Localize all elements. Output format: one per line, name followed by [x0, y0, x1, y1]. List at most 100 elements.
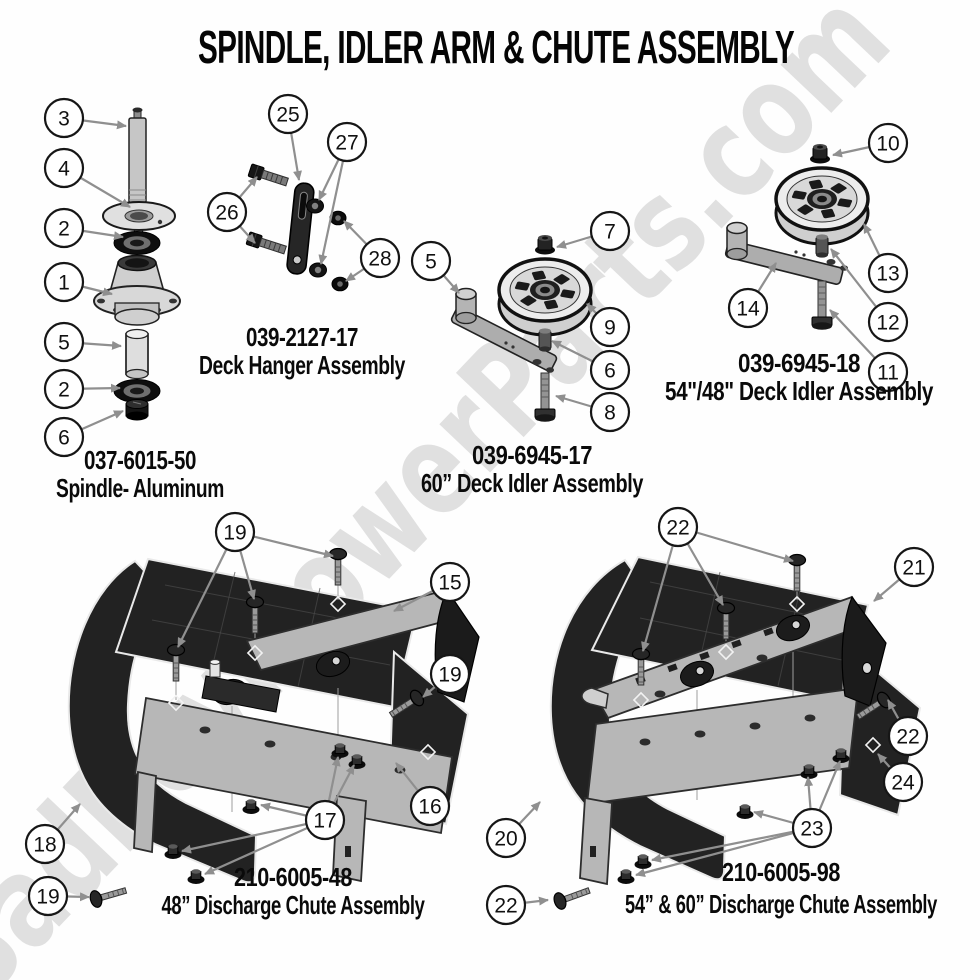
callout-circle-20 [485, 817, 527, 859]
callout-circle-22 [657, 506, 699, 548]
callout-circle-27 [326, 121, 368, 163]
callout-circle-6 [43, 416, 85, 458]
part-number-label-deck-idler-54-48: 039-6945-18 [738, 348, 860, 378]
spindle-spacer [125, 328, 149, 380]
part-number-label-discharge-chute-54-60: 210-6005-98 [722, 857, 840, 887]
hanger-washer-lower [309, 262, 327, 278]
callout-number-3: 3 [58, 108, 70, 131]
callout-number-11: 11 [877, 362, 899, 385]
callout-number-22: 22 [666, 517, 689, 540]
chute-48-nut-5 [187, 868, 205, 885]
callout-number-12: 12 [876, 312, 899, 335]
callout-circle-24 [882, 761, 924, 803]
callout-circle-15 [429, 561, 471, 603]
callout-circle-23 [791, 807, 833, 849]
callout-number-2: 2 [58, 218, 70, 241]
chute-54-60-strap-tab-left [579, 796, 613, 886]
part-number-label-deck-hanger: 039-2127-17 [246, 322, 358, 352]
hanger-washer-upper [306, 198, 324, 214]
idler-54-48-spacer [815, 233, 829, 259]
callout-arrow-23 [651, 826, 813, 863]
callout-number-27: 27 [335, 132, 358, 155]
callout-number-19: 19 [438, 664, 461, 687]
hanger-plate [286, 182, 315, 275]
callout-number-21: 21 [902, 557, 925, 580]
callout-arrow-22 [641, 526, 680, 652]
callout-number-19: 19 [36, 886, 59, 909]
callout-number-8: 8 [604, 402, 616, 425]
callout-arrow-23 [635, 826, 813, 878]
callout-number-19: 19 [223, 522, 246, 545]
part-name-label-discharge-chute-48: 48” Discharge Chute Assembly [162, 890, 426, 920]
callout-circle-22 [485, 884, 527, 926]
callout-circle-19 [27, 875, 69, 917]
callout-circle-17 [304, 799, 346, 841]
chute-54-60-nut-4 [634, 853, 652, 870]
callout-arrow-17 [181, 818, 326, 854]
part-name-label-spindle-aluminum: Spindle- Aluminum [56, 473, 224, 503]
chute-54-60-top-bracket [581, 595, 887, 720]
callout-circle-11 [867, 351, 909, 393]
callout-arrow-19 [177, 531, 236, 648]
spindle-bearing-top [113, 231, 161, 255]
callout-circle-2 [43, 207, 85, 249]
part-number-label-discharge-chute-48: 210-6005-48 [234, 862, 352, 892]
callout-number-18: 18 [33, 834, 56, 857]
callout-circle-18 [24, 823, 66, 865]
chute-48-apron [67, 559, 258, 884]
callout-number-17: 17 [313, 810, 336, 833]
callout-circle-1 [43, 261, 85, 303]
callout-circle-28 [359, 237, 401, 279]
callout-circle-16 [409, 785, 451, 827]
idler-60-drawing [450, 234, 593, 423]
chute-54-60-bolt-bottom [551, 881, 593, 912]
callout-number-5: 5 [425, 251, 437, 274]
spindle-nut [125, 399, 149, 421]
chute-54-60-strap [585, 686, 860, 806]
idler-60-spacer [538, 327, 552, 353]
spindle-washer [102, 201, 176, 231]
callout-number-4: 4 [58, 158, 70, 181]
callout-circle-3 [43, 97, 85, 139]
callout-circle-7 [589, 210, 631, 252]
callout-number-2: 2 [58, 379, 70, 402]
callout-number-14: 14 [736, 298, 760, 321]
callout-circle-13 [867, 252, 909, 294]
chute-48-drawing [67, 547, 480, 910]
callout-number-7: 7 [604, 221, 616, 244]
page-title: SPINDLE, IDLER ARM & CHUTE ASSEMBLY [198, 21, 794, 73]
chute-48-strap [133, 696, 454, 835]
callout-circle-5 [410, 240, 452, 282]
idler-60-arm [450, 287, 558, 373]
callout-number-15: 15 [438, 572, 461, 595]
idler-54-48-drawing [724, 143, 870, 331]
callout-circle-26 [206, 191, 248, 233]
idler-60-pulley [497, 257, 593, 337]
callout-number-24: 24 [891, 772, 915, 795]
callout-circle-8 [589, 391, 631, 433]
callout-number-13: 13 [876, 263, 899, 286]
hanger-bolt-lower [245, 231, 288, 257]
callout-circle-12 [867, 301, 909, 343]
part-name-label-deck-idler-54-48: 54"/48" Deck Idler Assembly [665, 376, 934, 406]
callout-number-25: 25 [276, 104, 299, 127]
callout-number-9: 9 [604, 317, 616, 340]
callout-circle-10 [867, 122, 909, 164]
callout-number-20: 20 [494, 828, 517, 851]
callout-circle-6 [589, 349, 631, 391]
spindle-housing [93, 254, 181, 326]
callout-circle-21 [893, 546, 935, 588]
callout-number-26: 26 [215, 202, 238, 225]
chute-54-60-nut-3 [736, 803, 754, 820]
part-name-label-deck-idler-60: 60” Deck Idler Assembly [421, 468, 644, 498]
callout-number-5: 5 [58, 332, 70, 355]
hanger-nut-lower [331, 276, 349, 292]
callout-circle-14 [727, 287, 769, 329]
callout-number-6: 6 [604, 360, 616, 383]
part-number-label-spindle-aluminum: 037-6015-50 [84, 445, 196, 475]
callout-number-22: 22 [896, 726, 919, 749]
callout-number-1: 1 [58, 272, 70, 295]
